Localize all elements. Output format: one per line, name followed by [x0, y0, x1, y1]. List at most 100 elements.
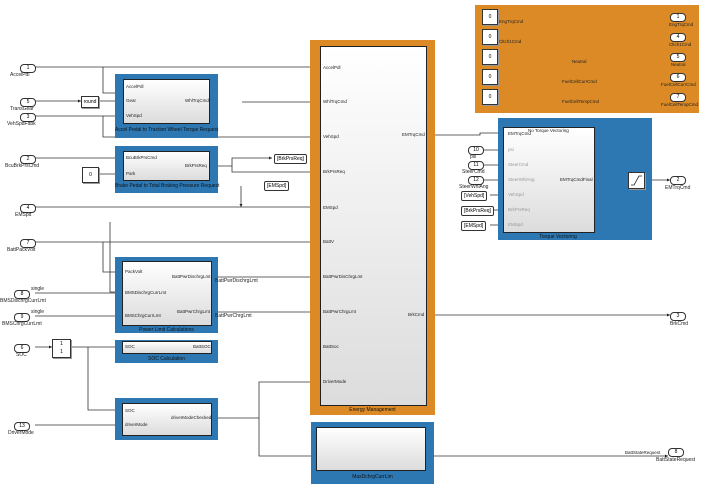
inport-emspd[interactable]: 4: [20, 204, 36, 213]
outport-label: EMTrqCmd: [665, 185, 691, 191]
outport-battstaterequest[interactable]: 8: [668, 448, 684, 457]
inport-label: SteerCmd: [462, 169, 485, 175]
goto-brkprsreq[interactable]: [BrkPrsReq]: [274, 154, 307, 164]
from-vehspd[interactable]: [VehSpd]: [461, 191, 488, 201]
port-label: AccelPdl: [126, 84, 144, 89]
inport-vehspdfdbk[interactable]: 3: [20, 113, 36, 122]
port-label: BattSOC: [193, 344, 211, 349]
inport-label: psi: [470, 154, 477, 160]
port-label: EMTrqCmdFinal: [560, 177, 593, 182]
inport-soc[interactable]: 6: [14, 344, 30, 353]
port-label: BattV: [323, 239, 335, 244]
maxdchrg-subsystem[interactable]: MaxDchrgCurrLim: [311, 422, 434, 484]
port-label: BcuBrkPrsCmd: [126, 155, 157, 160]
port-label: BattPwrDisChrgLmt: [323, 274, 363, 279]
outport-brkcmd[interactable]: 3: [670, 312, 686, 321]
inport-label: BMSChrgCurrLmt: [2, 321, 42, 327]
port-label: VehSpd: [508, 192, 524, 197]
driver-mode-check-subsystem[interactable]: SOC driverMode driverModeChecked: [115, 398, 218, 440]
constant-block[interactable]: 0: [482, 69, 498, 85]
inport-steerwhlang[interactable]: 12: [468, 176, 484, 185]
port-label: EMTrqCmd: [508, 131, 531, 136]
port-label: BattPwrDischrgLmt: [172, 274, 211, 279]
port-label: SteerWhlAng: [508, 177, 535, 182]
outport[interactable]: 7: [670, 93, 686, 102]
park-constant[interactable]: 0: [82, 167, 99, 183]
port-label: VehSpd: [323, 134, 339, 139]
outport[interactable]: 5: [670, 53, 686, 62]
port-label: SteerCmd: [508, 162, 529, 167]
brake-pedal-subsystem[interactable]: BcuBrkPrsCmd Park BrkPrsReq Brake Pedal …: [115, 146, 220, 193]
inport-transgear[interactable]: 5: [20, 98, 36, 107]
from-emspd[interactable]: [EMSpd]: [461, 221, 487, 231]
port-label: BattPwrChrgLmt: [177, 309, 211, 314]
inport-battpackvolt[interactable]: 7: [20, 239, 36, 248]
signal-label: Neutral: [572, 59, 587, 64]
port-label: BrkCmd: [408, 312, 425, 317]
inport-psi[interactable]: 10: [468, 146, 484, 155]
port-label: BrkPrsReq: [508, 207, 530, 212]
port-label: driverModeChecked: [171, 415, 212, 420]
block-title: Brake Pedal to Total Braking Pressure Re…: [115, 183, 220, 189]
port-label: PackVolt: [125, 269, 143, 274]
constant-block[interactable]: 0: [482, 89, 498, 105]
port-label: BattPwrChrgLmt: [323, 309, 357, 314]
port-label: EMSpd: [508, 222, 523, 227]
port-label: WhlTrqCmd: [185, 98, 209, 103]
denominator: 1: [60, 349, 63, 355]
port-label: VehSpd: [126, 113, 142, 118]
inport-bmschrg[interactable]: 9: [14, 313, 30, 322]
outport-label: Cltch1Cmd: [669, 42, 692, 47]
outport-label: EngTrqCmd: [669, 22, 694, 27]
inport-label: VehSpdFdbk: [7, 121, 36, 127]
saturation-block[interactable]: [628, 172, 645, 189]
inport-label: BcuBrkPrsCmd: [5, 163, 40, 169]
inport-bmsdischrg[interactable]: 8: [14, 290, 30, 299]
round-block[interactable]: round: [81, 96, 99, 108]
torque-vectoring-subsystem[interactable]: EMTrqCmd No Torque Vectoring psi SteerCm…: [498, 118, 652, 240]
inport-label: TransGear: [10, 106, 34, 112]
inport-label: DriverMode: [8, 430, 34, 436]
inport-steercmd[interactable]: 11: [468, 161, 484, 170]
signal-label: BattPwrChrgLmt: [215, 313, 252, 319]
outport[interactable]: 1: [670, 13, 686, 22]
constant-block[interactable]: 0: [482, 29, 498, 45]
block-title: Energy Management: [349, 407, 396, 413]
accel-pedal-subsystem[interactable]: AccelPdl Gear VehSpd WhlTrqCmd Accel Ped…: [115, 74, 218, 138]
constant-block[interactable]: 0: [482, 49, 498, 65]
outport-emtrqcmd[interactable]: 2: [670, 176, 686, 185]
outport-label: FuelCellTempCmd: [661, 102, 699, 107]
port-label: AccelPdl: [323, 65, 341, 70]
port-label: SOC: [125, 408, 135, 413]
from-emspd[interactable]: [EMSpd]: [264, 181, 290, 191]
inport-label: AccelPdl: [10, 72, 30, 78]
outport-label: BrkCmd: [670, 321, 689, 327]
signal-label: FuelCellTempCmd: [562, 99, 600, 104]
soc-calculation-subsystem[interactable]: SOC BattSOC SOC Calculation: [115, 340, 218, 363]
outport-label: FuelCellCurrCmd: [661, 82, 696, 87]
energy-management-area[interactable]: AccelPdl WhlTrqCmd VehSpd BrkPrsReq EMSp…: [310, 40, 435, 415]
port-label: Park: [126, 171, 136, 176]
port-label: EMSpd: [323, 205, 338, 210]
power-limit-subsystem[interactable]: PackVolt BMSDischrgCurrLmt BMSChrgCurrLm…: [115, 257, 218, 333]
port-label: driverMode: [125, 422, 148, 427]
signal-label: FuelCellCurrCmd: [562, 79, 597, 84]
block-title: MaxDchrgCurrLim: [352, 474, 393, 480]
inport-drivermode[interactable]: 13: [14, 422, 30, 431]
inport-accelpdl[interactable]: 1: [20, 64, 36, 73]
port-label: DriverMode: [323, 379, 347, 384]
variant-label: No Torque Vectoring: [528, 128, 569, 133]
outport[interactable]: 6: [670, 73, 686, 82]
numerator: 1: [60, 341, 63, 347]
outport[interactable]: 4: [670, 33, 686, 42]
port-label: Gear: [126, 98, 137, 103]
datatype-label: single: [31, 286, 45, 292]
constant-block[interactable]: 0: [482, 9, 498, 25]
inport-bcubrkprscmd[interactable]: 2: [20, 155, 36, 164]
from-brkprsreq[interactable]: [BrkPrsReq]: [461, 206, 494, 216]
port-label: psi: [508, 147, 514, 152]
signal-label: Cltch1Cmd: [499, 39, 522, 44]
block-title: SOC Calculation: [148, 356, 185, 362]
